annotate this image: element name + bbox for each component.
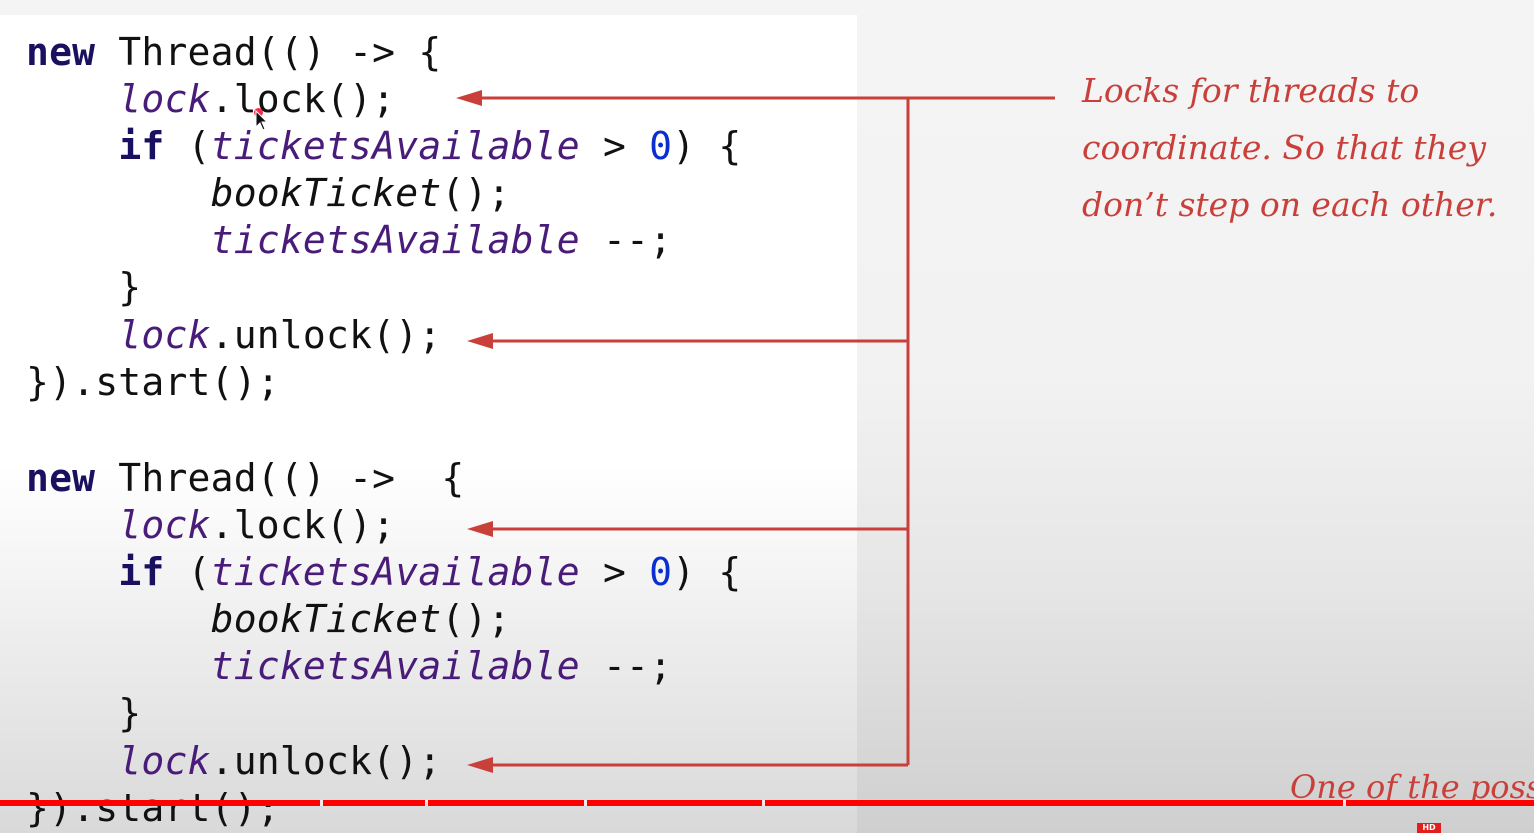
- code-line-new-thread-2: new Thread(() -> {: [26, 455, 464, 502]
- code-line-close-if-1: }: [26, 265, 142, 309]
- indent: [26, 503, 118, 547]
- indent: [26, 218, 211, 262]
- tickets-variable: ticketsAvailable: [210, 550, 580, 594]
- tickets-variable: ticketsAvailable: [210, 124, 580, 168]
- indent: [26, 124, 118, 168]
- lock-object: lock: [118, 77, 211, 121]
- lock-object: lock: [118, 503, 211, 547]
- hd-badge: HD: [1417, 823, 1441, 833]
- code-line-new-thread-1: new Thread(() -> {: [26, 29, 441, 76]
- code-text: .unlock();: [210, 313, 442, 357]
- code-text: (: [164, 550, 211, 594]
- code-line-close-if-2: }: [26, 691, 142, 735]
- code-line-start-2: }).start();: [26, 786, 280, 830]
- indent: [26, 739, 118, 783]
- lock-object: lock: [118, 313, 211, 357]
- video-progress-bar[interactable]: [0, 800, 1534, 806]
- cut-off-annotation: One of the poss: [1290, 768, 1534, 806]
- method-call: bookTicket: [210, 171, 442, 215]
- number-literal: 0: [649, 550, 673, 594]
- keyword-if: if: [118, 124, 165, 168]
- code-text: --;: [579, 644, 673, 688]
- chapter-marker: [584, 800, 587, 806]
- chapter-marker: [1343, 800, 1346, 806]
- code-line-lock-1: lock.lock();: [26, 76, 395, 123]
- code-text: (: [164, 124, 211, 168]
- number-literal: 0: [649, 124, 673, 168]
- code-text: Thread(() -> {: [95, 30, 442, 74]
- code-line-start-1: }).start();: [26, 360, 280, 404]
- code-text: --;: [579, 218, 673, 262]
- code-text: Thread(() -> {: [95, 456, 465, 500]
- indent: [26, 77, 118, 121]
- code-line-unlock-1: lock.unlock();: [26, 312, 441, 359]
- indent: [26, 644, 211, 688]
- code-line-book-ticket-2: bookTicket();: [26, 596, 511, 643]
- code-line-lock-2: lock.lock();: [26, 502, 395, 549]
- code-text: >: [579, 124, 650, 168]
- annotation-line: Locks for threads to: [1082, 71, 1420, 110]
- chapter-marker: [762, 800, 765, 806]
- tickets-variable: ticketsAvailable: [210, 644, 580, 688]
- annotation-line: don’t step on each other.: [1082, 185, 1498, 224]
- indent: [26, 313, 118, 357]
- code-text: .lock();: [210, 77, 396, 121]
- lock-object: lock: [118, 739, 211, 783]
- code-line-unlock-2: lock.unlock();: [26, 738, 441, 785]
- method-call: bookTicket: [210, 597, 442, 641]
- progress-fill: [0, 800, 1534, 806]
- code-line-book-ticket-1: bookTicket();: [26, 170, 511, 217]
- chapter-marker: [320, 800, 323, 806]
- code-text: ) {: [672, 124, 742, 168]
- tickets-variable: ticketsAvailable: [210, 218, 580, 262]
- code-line-decrement-1: ticketsAvailable --;: [26, 217, 672, 264]
- code-line-decrement-2: ticketsAvailable --;: [26, 643, 672, 690]
- code-text: >: [579, 550, 650, 594]
- code-text: .lock();: [210, 503, 396, 547]
- annotation-note: Locks for threads to coordinate. So that…: [1082, 62, 1522, 233]
- keyword-if: if: [118, 550, 165, 594]
- indent: [26, 171, 211, 215]
- laser-pointer-dot: [254, 108, 263, 117]
- mouse-pointer-icon: [255, 110, 269, 131]
- code-text: ) {: [672, 550, 742, 594]
- code-text: .unlock();: [210, 739, 442, 783]
- chapter-marker: [425, 800, 428, 806]
- code-slide: [0, 15, 857, 833]
- annotation-line: coordinate. So that they: [1082, 128, 1486, 167]
- indent: [26, 597, 211, 641]
- indent: [26, 550, 118, 594]
- keyword-new: new: [26, 30, 96, 74]
- code-line-if-1: if (ticketsAvailable > 0) {: [26, 123, 741, 170]
- keyword-new: new: [26, 456, 96, 500]
- code-text: ();: [441, 171, 511, 215]
- code-text: ();: [441, 597, 511, 641]
- code-line-if-2: if (ticketsAvailable > 0) {: [26, 549, 741, 596]
